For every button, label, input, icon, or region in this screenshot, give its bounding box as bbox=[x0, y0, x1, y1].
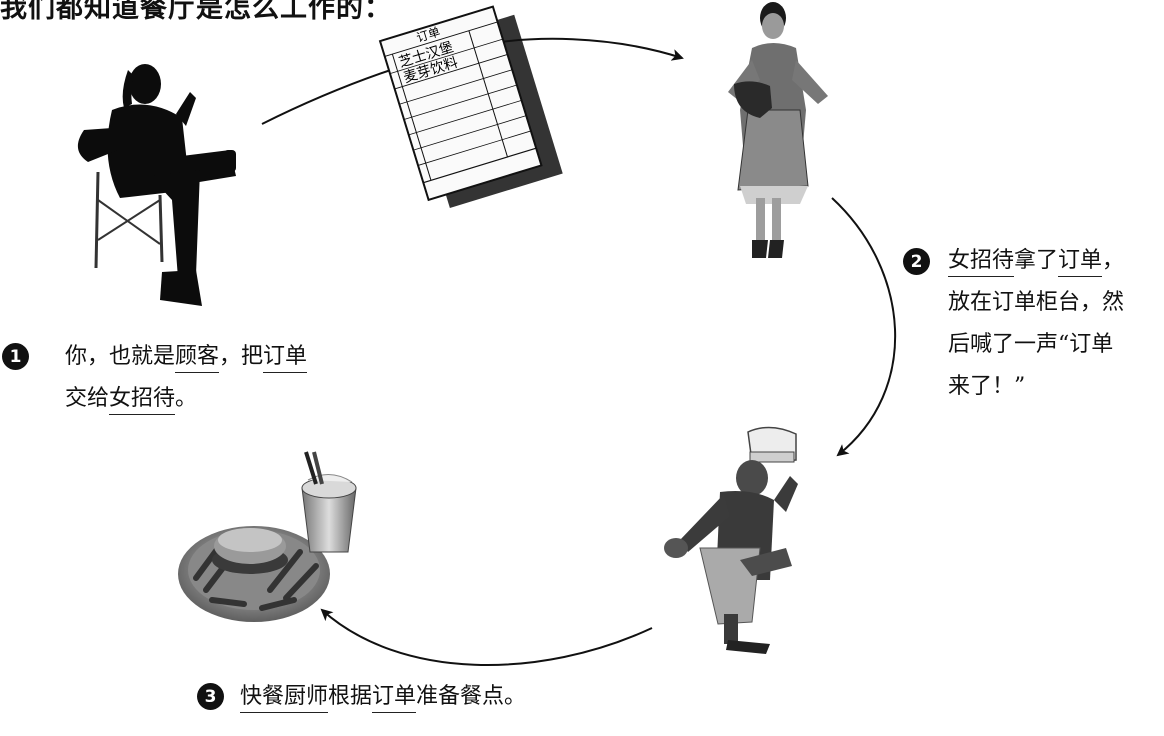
waitress-figure bbox=[728, 2, 828, 258]
step-2-line4: 来了！” bbox=[948, 374, 1026, 399]
term-order-2: 订单 bbox=[1058, 246, 1103, 277]
step-1-badge: 1 bbox=[2, 343, 29, 370]
food-illustration bbox=[178, 451, 357, 622]
order-slip-illustration: 订单 芝士汉堡 麦芽饮料 bbox=[378, 5, 563, 208]
step-2-text-a: 拿了 bbox=[1014, 248, 1059, 273]
step-1-text-d: 。 bbox=[175, 386, 198, 411]
arrow-cook-to-food bbox=[320, 608, 653, 666]
term-waitress-2: 女招待 bbox=[948, 246, 1015, 277]
step-2-line2: 放在订单柜台，然 bbox=[948, 290, 1125, 315]
step-2-badge: 2 bbox=[903, 248, 930, 275]
step-2-caption: 女招待拿了订单， 放在订单柜台，然 后喊了一声“订单 来了！” bbox=[948, 240, 1124, 408]
term-waitress: 女招待 bbox=[109, 384, 176, 415]
order-slip-title: 订单 bbox=[415, 25, 442, 45]
term-order-3: 订单 bbox=[372, 682, 417, 713]
step-1-caption: 你，也就是顾客，把订单 交给女招待。 bbox=[65, 336, 308, 420]
step-1-text-b: ，把 bbox=[219, 344, 264, 369]
term-customer: 顾客 bbox=[175, 342, 220, 373]
step-3-badge: 3 bbox=[197, 683, 224, 710]
term-cook: 快餐厨师 bbox=[240, 682, 329, 713]
step-2-line3: 后喊了一声“订单 bbox=[948, 332, 1114, 357]
step-3-caption: 快餐厨师根据订单准备餐点。 bbox=[240, 676, 526, 718]
step-3-text-a: 根据 bbox=[328, 684, 373, 709]
step-1-text-a: 你，也就是 bbox=[65, 344, 176, 369]
arrow-waitress-to-cook bbox=[831, 197, 897, 457]
step-1-text-c: 交给 bbox=[65, 386, 110, 411]
page-headline: 我们都知道餐厅是怎么工作的： bbox=[0, 0, 392, 24]
step-2-text-b: ， bbox=[1102, 248, 1125, 273]
term-order: 订单 bbox=[263, 342, 308, 373]
customer-figure bbox=[77, 64, 236, 306]
cook-figure bbox=[664, 426, 798, 654]
step-3-text-b: 准备餐点。 bbox=[416, 684, 527, 709]
